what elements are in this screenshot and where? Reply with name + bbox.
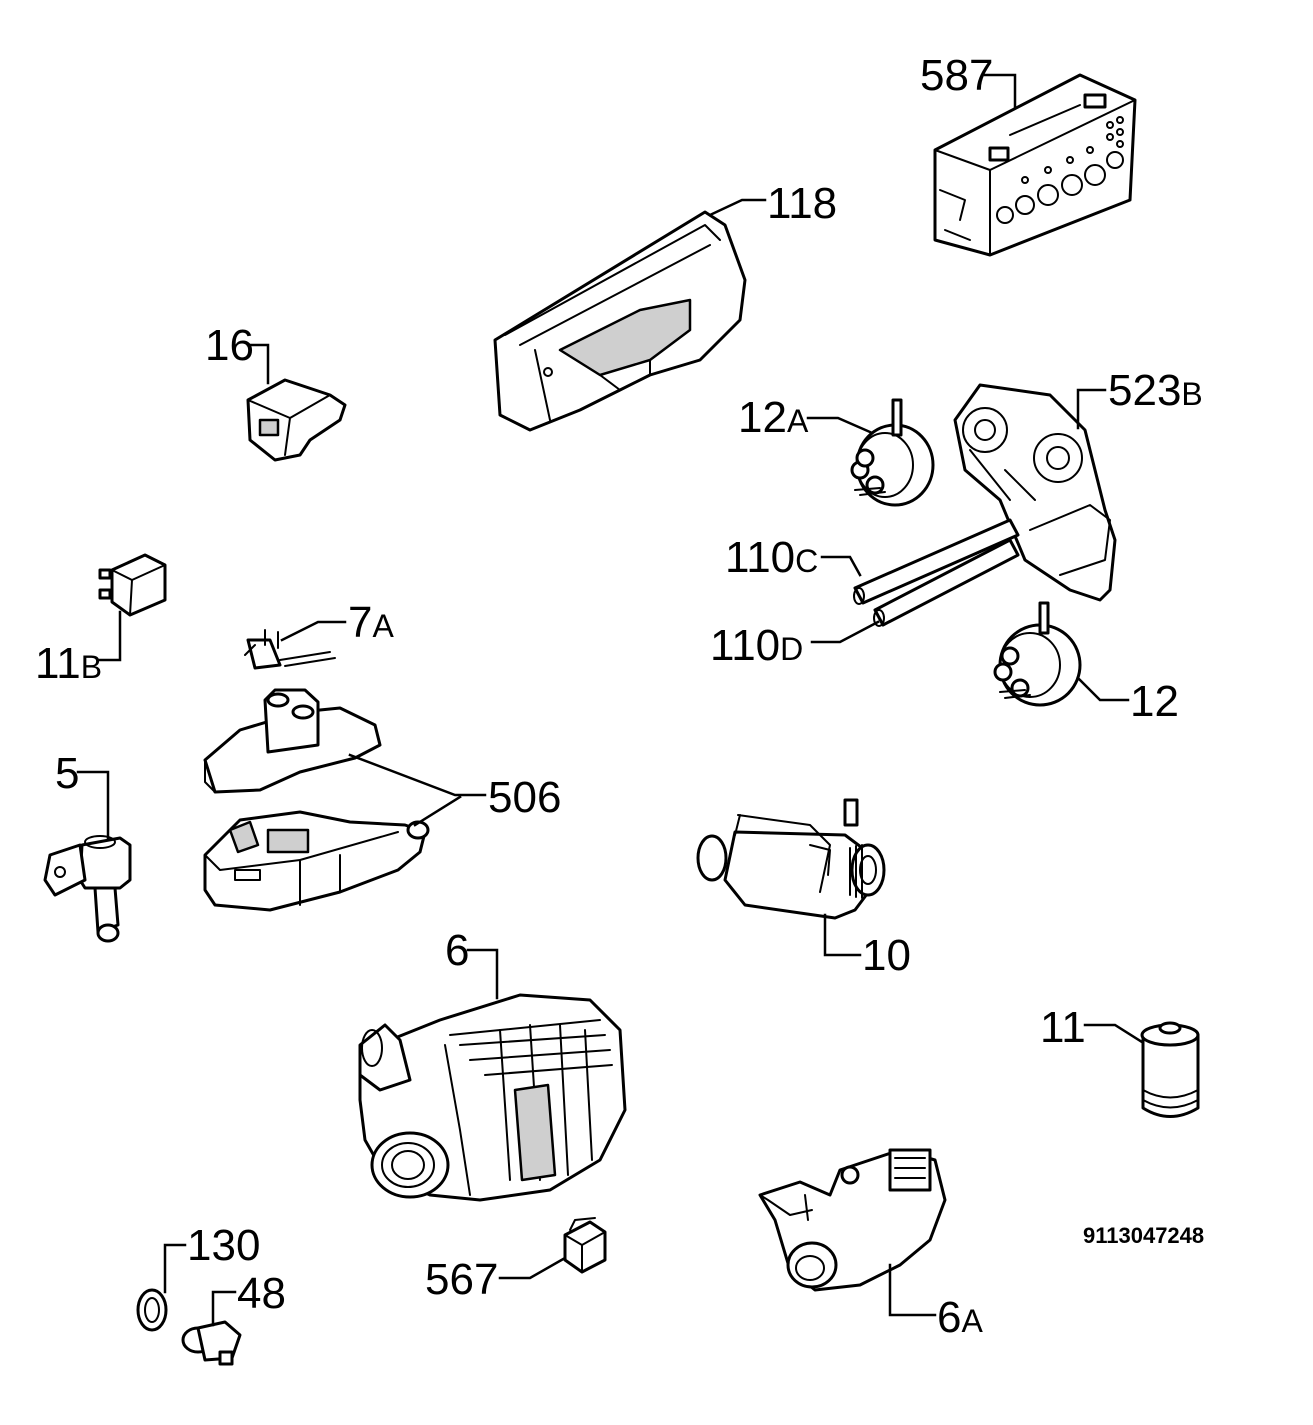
module-connector-holes	[996, 116, 1124, 224]
callout-12a: 12A	[738, 393, 809, 442]
leader-16	[246, 343, 270, 385]
part-11b-relay	[98, 553, 167, 617]
callout-506: 506	[488, 773, 561, 822]
document-number: 9113047248	[1083, 1223, 1204, 1248]
callout-10: 10	[862, 931, 911, 980]
part-10-heater	[696, 798, 886, 920]
callout-6: 6	[445, 926, 469, 975]
leader-110c	[820, 555, 862, 577]
callout-11b-suffix: B	[81, 649, 102, 685]
part-12-pressure-switch	[993, 601, 1082, 707]
leader-12	[1076, 676, 1130, 702]
part-506-sump-base	[203, 810, 430, 912]
leader-5	[76, 770, 110, 840]
callout-12a-suffix: A	[787, 403, 809, 439]
module-tab-left	[988, 146, 1010, 162]
part-6-circulation-pump	[358, 993, 627, 1202]
callout-110c: 110C	[725, 533, 818, 582]
leader-110d	[810, 620, 880, 644]
part-110d-hose	[873, 538, 1020, 627]
callout-7a-suffix: A	[372, 608, 394, 644]
callout-567: 567	[425, 1255, 498, 1304]
callout-130: 130	[187, 1221, 260, 1270]
callout-5: 5	[55, 749, 79, 798]
callout-523b-suffix: B	[1181, 376, 1202, 412]
leader-10	[823, 913, 862, 957]
part-587-control-module	[933, 73, 1137, 257]
leader-506-cover	[348, 753, 487, 797]
part-118-detergent-dispenser	[493, 210, 747, 432]
module-tab-right	[1083, 93, 1107, 109]
callout-110d-num: 110	[710, 621, 780, 670]
leader-118	[708, 198, 767, 217]
part-48-plug	[181, 1320, 242, 1366]
callout-6a-suffix: A	[961, 1303, 983, 1339]
callout-7a-num: 7	[348, 598, 372, 647]
callout-523b: 523B	[1108, 366, 1203, 415]
leader-6a	[888, 1263, 937, 1317]
leader-7a	[280, 620, 347, 642]
callout-7a: 7A	[348, 598, 394, 647]
part-110c-hose	[853, 518, 1020, 605]
callout-110c-suffix: C	[795, 543, 818, 579]
callout-523b-num: 523	[1108, 366, 1181, 415]
leader-11	[1083, 1023, 1144, 1044]
leader-523b	[1076, 388, 1107, 430]
leader-12a	[806, 416, 872, 434]
part-130-seal-ring	[136, 1288, 168, 1332]
callout-6a-num: 6	[937, 1293, 961, 1342]
part-567-clip	[563, 1217, 607, 1274]
leader-587	[983, 73, 1017, 110]
callout-16: 16	[205, 321, 254, 370]
callout-118: 118	[767, 179, 837, 228]
callout-12: 12	[1130, 677, 1179, 726]
callout-48: 48	[237, 1269, 286, 1318]
callout-11b: 11B	[35, 639, 102, 688]
part-7a-level-sensor	[244, 629, 336, 670]
part-506-sump-cover	[203, 688, 382, 794]
callout-11b-num: 11	[35, 639, 81, 688]
callout-11: 11	[1040, 1003, 1086, 1052]
part-16-door-switch	[246, 378, 347, 462]
part-12a-pressure-switch	[850, 398, 935, 507]
leader-6	[466, 948, 499, 1000]
leader-567	[498, 1256, 567, 1280]
callout-587: 587	[920, 51, 993, 100]
part-11-capacitor	[1140, 1021, 1200, 1118]
callout-110d-suffix: D	[780, 631, 803, 667]
leader-11b	[96, 610, 122, 662]
callout-110d: 110D	[710, 621, 803, 670]
callout-12a-num: 12	[738, 393, 787, 442]
callout-6a: 6A	[937, 1293, 983, 1342]
part-523b-bracket	[953, 383, 1117, 602]
leader-506-base	[413, 795, 462, 827]
callout-110c-num: 110	[725, 533, 795, 582]
leader-48	[211, 1290, 237, 1327]
part-5-inlet-valve	[43, 835, 132, 943]
part-6a-drain-pump	[758, 1148, 947, 1292]
leader-130	[163, 1243, 187, 1294]
